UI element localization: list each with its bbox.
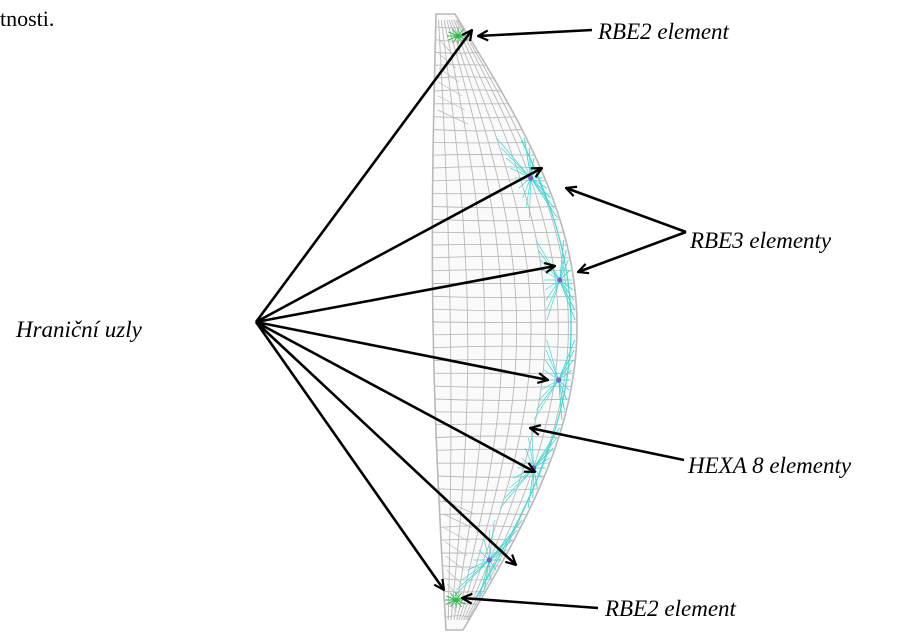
label-boundary-nodes: Hraniční uzly — [16, 318, 142, 341]
label-rbe2-top: RBE2 element — [598, 20, 729, 43]
hexa-mesh-part — [432, 14, 577, 630]
label-rbe3: RBE3 elementy — [690, 229, 831, 252]
mesh-row-line — [439, 502, 533, 503]
rbe3-arrow — [578, 232, 686, 272]
rbe2-top-arrow — [478, 30, 592, 36]
rbe3-node — [556, 377, 561, 382]
rbe2-top-node — [456, 34, 460, 38]
rbe2-bottom-node — [454, 598, 458, 602]
page-text-fragment: tnosti. — [0, 8, 54, 30]
rbe3-node — [487, 557, 492, 562]
rbe3-arrow — [566, 188, 686, 232]
boundary-node-arrow — [256, 322, 444, 590]
rbe3-node — [557, 277, 562, 282]
label-rbe2-bottom: RBE2 element — [605, 597, 736, 620]
rbe2-bottom-arrow — [462, 598, 598, 608]
label-hexa8: HEXA 8 elementy — [688, 454, 851, 477]
